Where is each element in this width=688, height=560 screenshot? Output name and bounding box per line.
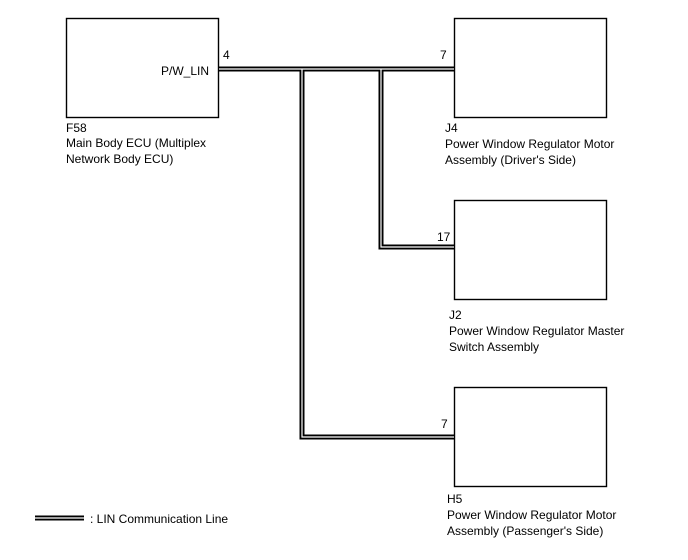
pin-number-passenger-motor: 7 <box>441 417 448 431</box>
component-code-h5: H5 <box>447 492 463 506</box>
passenger-motor-box <box>453 386 608 488</box>
component-code-f58: F58 <box>66 121 87 135</box>
lin-bus-wiring <box>219 66 454 440</box>
pin-number-main-ecu: 4 <box>223 48 230 62</box>
main-body-ecu-box <box>65 17 220 119</box>
component-name-driver-motor-line1: Power Window Regulator Motor <box>445 137 615 151</box>
pin-number-master-switch: 17 <box>437 230 451 244</box>
pin-number-driver-motor: 7 <box>440 48 447 62</box>
driver-motor-box <box>453 17 608 119</box>
component-name-master-switch-line1: Power Window Regulator Master <box>449 324 625 338</box>
legend-text: : LIN Communication Line <box>90 512 229 526</box>
component-name-passenger-motor-line2: Assembly (Passenger's Side) <box>447 524 604 538</box>
component-name-master-switch-line2: Switch Assembly <box>449 340 540 354</box>
component-name-main-ecu-line1: Main Body ECU (Multiplex <box>66 136 207 150</box>
lin-branch-passenger-motor <box>299 69 454 440</box>
component-name-driver-motor-line2: Assembly (Driver's Side) <box>445 153 576 167</box>
component-code-j2: J2 <box>449 308 462 322</box>
component-name-main-ecu-line2: Network Body ECU) <box>66 152 174 166</box>
master-switch-box <box>453 199 608 301</box>
terminal-name-pw-lin: P/W_LIN <box>161 64 210 78</box>
component-code-j4: J4 <box>445 121 458 135</box>
lin-branch-master-switch <box>378 69 454 250</box>
component-name-passenger-motor-line1: Power Window Regulator Motor <box>447 508 617 522</box>
